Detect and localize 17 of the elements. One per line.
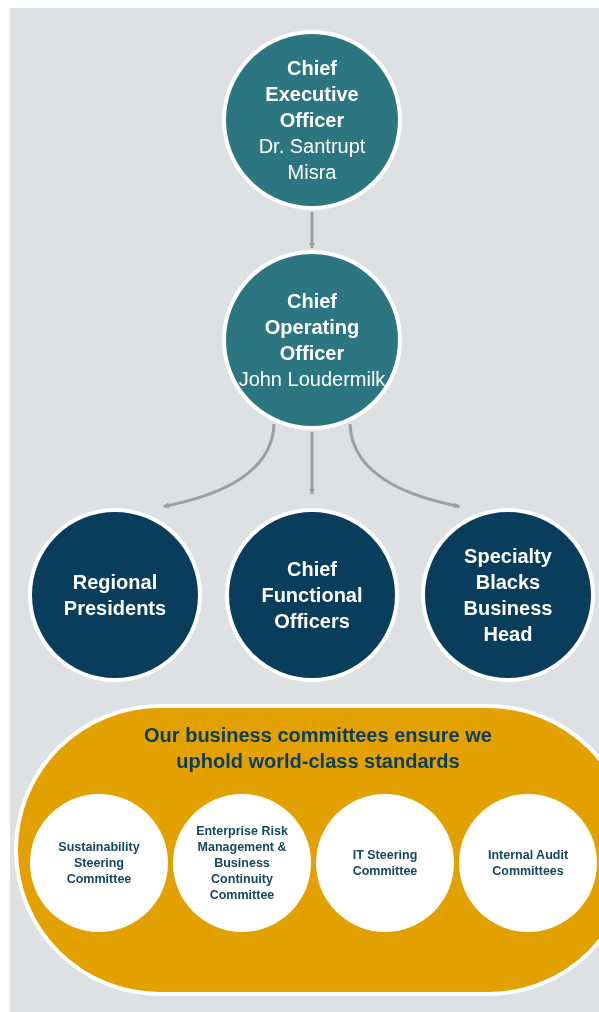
panel-heading: Our business committees ensure we uphold world-class standards — [143, 723, 493, 774]
node-title: Chief Functional Officers — [260, 557, 364, 634]
person-name: Dr. Santrupt Misra — [257, 134, 367, 185]
person-name: John Loudermilk — [238, 367, 386, 392]
arrow — [309, 212, 315, 249]
committee-panel — [14, 704, 599, 996]
node-title: Sustainability Steering Committee — [57, 839, 141, 887]
arrow — [163, 423, 276, 509]
node-title: Chief Executive Officer — [264, 56, 360, 133]
node-title: Specialty Blacks Business Head — [462, 544, 554, 647]
node-title: Regional Presidents — [62, 570, 168, 621]
node-title: Internal Audit Committees — [486, 847, 570, 879]
arrow — [309, 432, 315, 495]
node-title: IT Steering Committee — [351, 847, 419, 879]
arrow — [348, 423, 460, 509]
node-title: Chief Operating Officer — [263, 289, 361, 366]
node-title: Enterprise Risk Management & Business Continuity Committee — [195, 823, 289, 903]
